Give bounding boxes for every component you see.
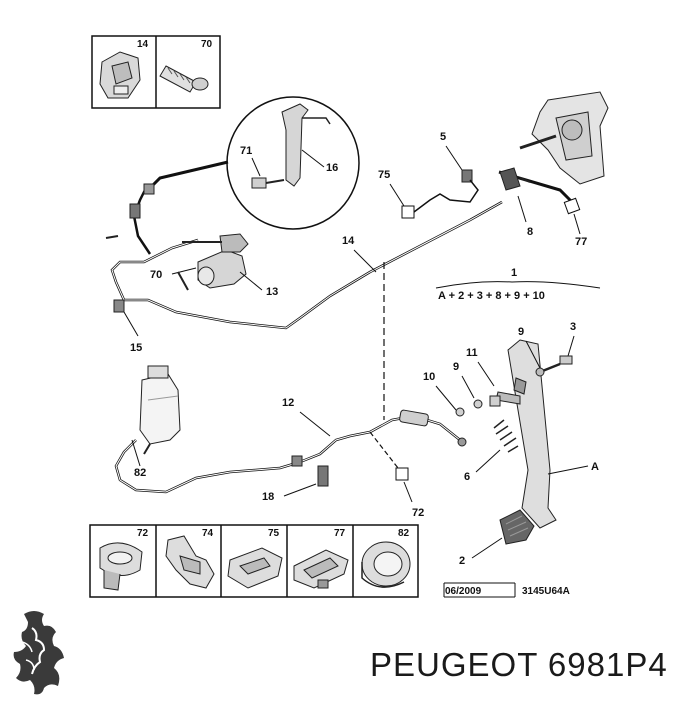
peugeot-lion-logo-icon: [13, 611, 65, 695]
washer-icons: [455, 395, 501, 417]
ref-code: 3145U64A: [522, 586, 570, 597]
kit-formula-text: A + 2 + 3 + 8 + 9 + 10: [438, 290, 545, 302]
pedal-pad-icon: [499, 509, 535, 545]
clip-74-icon: [165, 535, 215, 589]
clutch-pedal-part: [495, 339, 557, 529]
label-3: 3: [570, 321, 576, 333]
inset-label-75: 75: [268, 528, 280, 539]
label-13: 13: [266, 286, 278, 298]
reservoir-part: [139, 365, 181, 455]
inset-label-77: 77: [334, 528, 346, 539]
label-10: 10: [423, 371, 435, 383]
bolt-3-icon: [535, 355, 573, 377]
clip-72-icon: [99, 542, 143, 591]
brand-caption: PEUGEOT 6981P4: [370, 646, 668, 683]
clip-77-icon: [293, 549, 349, 589]
label-16: 16: [326, 162, 338, 174]
inset-top-label-14: 14: [137, 39, 149, 50]
master-cylinder-part: [182, 233, 249, 289]
label-82: 82: [134, 467, 146, 479]
label-9-top: 9: [518, 326, 524, 338]
bracket-part-icon: [99, 51, 141, 99]
label-11: 11: [466, 347, 478, 359]
clip-75-icon: [227, 547, 283, 589]
inset-top-label-70: 70: [201, 39, 213, 50]
detail-circle: 71 16: [226, 96, 360, 230]
label-12: 12: [282, 397, 294, 409]
label-A: A: [591, 461, 599, 473]
kit-formula: 1 A + 2 + 3 + 8 + 9 + 10: [435, 267, 601, 302]
inset-label-82: 82: [398, 528, 410, 539]
pedal-box-part: [519, 91, 609, 185]
screw-icon: [251, 177, 285, 189]
label-72: 72: [412, 507, 424, 519]
inset-top: 14 70: [91, 35, 221, 109]
label-2: 2: [459, 555, 465, 567]
label-8: 8: [527, 226, 533, 238]
bolt-part-icon: [159, 65, 209, 93]
label-9-left: 9: [453, 361, 459, 373]
label-1: 1: [511, 267, 517, 279]
label-5: 5: [440, 131, 446, 143]
label-70: 70: [150, 269, 162, 281]
date-code: 06/2009: [445, 586, 482, 597]
label-14: 14: [342, 235, 355, 247]
label-15: 15: [130, 342, 142, 354]
inset-label-74: 74: [202, 528, 214, 539]
inset-label-72: 72: [137, 528, 149, 539]
label-18: 18: [262, 491, 274, 503]
part-8-icon: [499, 167, 531, 191]
label-77: 77: [575, 236, 587, 248]
clip-82-icon: [361, 541, 411, 588]
label-6: 6: [464, 471, 470, 483]
label-71: 71: [240, 145, 252, 157]
label-75: 75: [378, 169, 390, 181]
inset-bottom: 72 74 75 77 82: [89, 524, 419, 598]
spring-icon: [493, 419, 519, 453]
